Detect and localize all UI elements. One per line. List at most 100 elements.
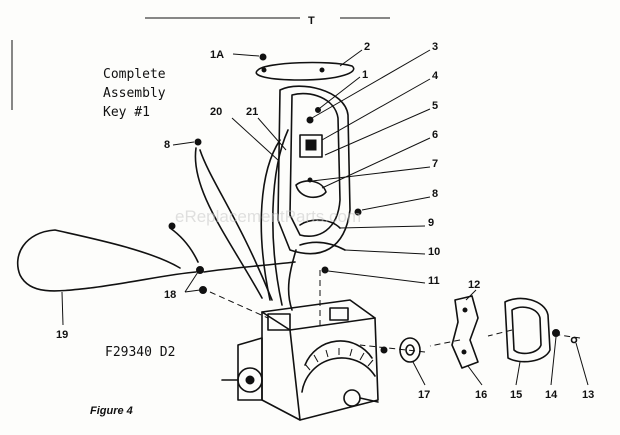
label-8-left: 8 xyxy=(164,139,170,151)
wire-8-left xyxy=(199,149,273,301)
leader-16 xyxy=(467,365,483,386)
leader-1a xyxy=(232,53,260,57)
gasket-hole-left xyxy=(261,67,267,73)
label-1a: 1A xyxy=(210,49,224,61)
terminal-8-left xyxy=(194,138,202,146)
label-10: 10 xyxy=(428,246,440,258)
leader-2 xyxy=(339,49,363,67)
pilot-assembly-16 xyxy=(451,295,479,369)
leader-18a xyxy=(184,271,199,293)
cord-end xyxy=(168,222,176,230)
title-line-2: Assembly xyxy=(103,86,166,101)
label-8-right: 8 xyxy=(432,188,438,200)
washer-14 xyxy=(552,329,560,337)
screw-1a xyxy=(259,53,267,61)
leader-18b xyxy=(184,289,201,293)
leader-19 xyxy=(61,291,64,326)
label-13: 13 xyxy=(582,389,594,401)
dial-arc xyxy=(304,340,373,366)
leader-5 xyxy=(324,108,431,156)
capillary-tube-19 xyxy=(16,229,197,292)
label-16: 16 xyxy=(475,389,487,401)
model-code: F29340 D2 xyxy=(105,345,175,360)
bracket-9 xyxy=(299,219,341,229)
leader-1 xyxy=(319,76,361,109)
label-17: 17 xyxy=(418,389,430,401)
cord-segment xyxy=(169,227,199,263)
assembly-line-18 xyxy=(209,291,269,319)
label-12: 12 xyxy=(468,279,480,291)
leader-10 xyxy=(344,249,426,255)
label-2: 2 xyxy=(364,41,370,53)
spring-clip-6 xyxy=(295,180,327,199)
label-9: 9 xyxy=(428,217,434,229)
cover-15-inner xyxy=(511,306,542,355)
terminal-screw-1 xyxy=(315,107,321,113)
rivet-7 xyxy=(307,177,313,183)
label-6: 6 xyxy=(432,129,438,141)
pilot-screw xyxy=(380,346,388,354)
assembly-line-17 xyxy=(359,344,426,353)
clip-18a xyxy=(196,266,204,274)
label-7: 7 xyxy=(432,158,438,170)
bushing-17-hole xyxy=(405,344,415,356)
leader-7 xyxy=(311,166,431,182)
leader-13 xyxy=(575,342,589,386)
wire-20 xyxy=(260,139,281,301)
switch-housing-inner xyxy=(289,92,341,237)
wire-to-housing xyxy=(203,261,296,273)
switch-block xyxy=(299,134,323,158)
leader-8-left xyxy=(172,141,195,146)
watermark: eReplacementParts.com xyxy=(175,207,361,226)
leader-6 xyxy=(321,137,431,189)
clip-18b xyxy=(199,286,207,294)
terminal-screw-3 xyxy=(306,116,314,124)
knob-left-hub xyxy=(245,375,255,385)
assembly-line-16 xyxy=(429,339,461,347)
assembly-line-15 xyxy=(487,329,513,337)
gasket-part xyxy=(255,61,355,81)
dial-arc-outer xyxy=(301,357,376,393)
wire-8-left-b xyxy=(194,147,263,299)
leader-4 xyxy=(321,78,431,141)
label-20: 20 xyxy=(210,106,222,118)
label-1: 1 xyxy=(362,69,368,81)
leader-20 xyxy=(231,117,279,161)
label-5: 5 xyxy=(432,100,438,112)
label-21: 21 xyxy=(246,106,258,118)
leader-11 xyxy=(327,270,426,284)
terminal-block xyxy=(267,313,291,331)
leader-12 xyxy=(465,289,477,301)
label-19: 19 xyxy=(56,329,68,341)
dial-ticks xyxy=(304,348,374,371)
screw-8-right xyxy=(354,208,362,216)
label-18: 18 xyxy=(164,289,176,301)
control-body-edge xyxy=(289,329,301,421)
pilot-rivet-a xyxy=(462,307,468,313)
leader-3 xyxy=(311,49,431,119)
label-14: 14 xyxy=(545,389,558,401)
title-line-3: Key #1 xyxy=(103,105,150,120)
control-body xyxy=(261,299,379,421)
label-3: 3 xyxy=(432,41,438,53)
gasket-hole-right xyxy=(319,67,325,73)
nut-11 xyxy=(321,266,329,274)
wire-lead-a xyxy=(287,249,297,311)
side-plate xyxy=(237,337,263,401)
leader-17 xyxy=(412,361,426,386)
leader-21 xyxy=(257,117,287,151)
label-15: 15 xyxy=(510,389,522,401)
title-line-1: Complete xyxy=(103,67,166,82)
leader-8-right xyxy=(361,196,431,211)
leader-14 xyxy=(550,336,557,386)
dial-center xyxy=(343,389,361,407)
shaft-right xyxy=(359,397,379,403)
screw-13 xyxy=(570,336,578,344)
bushing-17 xyxy=(399,337,421,363)
label-4: 4 xyxy=(432,70,439,82)
leader-15 xyxy=(515,361,521,386)
switch-housing xyxy=(277,85,351,255)
figure-label: Figure 4 xyxy=(90,405,133,417)
